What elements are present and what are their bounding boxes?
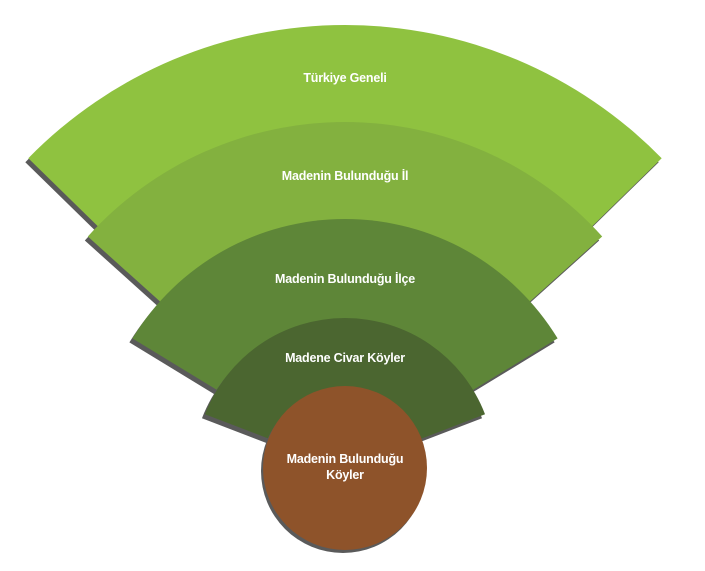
level-label-turkey: Türkiye Geneli bbox=[303, 71, 387, 85]
level-label-nearby-villages: Madene Civar Köyler bbox=[285, 351, 405, 365]
core-label-mine-villages: Madenin Bulunduğu Köyler bbox=[286, 452, 404, 482]
level-label-province: Madenin Bulunduğu İl bbox=[281, 169, 409, 183]
level-label-district: Madenin Bulunduğu İlçe bbox=[274, 272, 416, 286]
core-circle bbox=[263, 386, 427, 550]
